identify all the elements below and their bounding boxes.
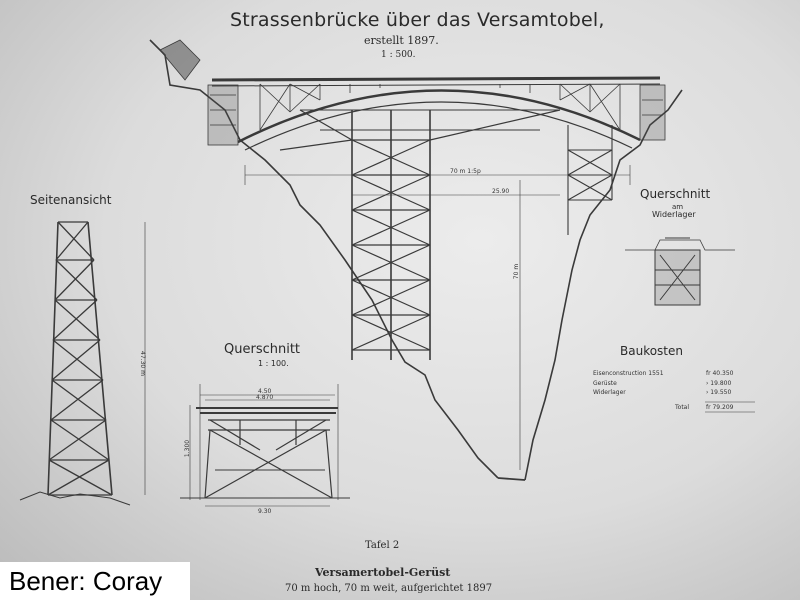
abutment-section-am: am bbox=[672, 203, 684, 211]
plate-description: 70 m hoch, 70 m weit, aufgerichtet 1897 bbox=[285, 583, 493, 594]
dim-qs-bottom: 9.30 bbox=[258, 508, 272, 515]
abutment-section-label: Querschnitt bbox=[640, 187, 711, 201]
plate-number: Tafel 2 bbox=[365, 540, 400, 551]
dim-side-height: 47.30 m bbox=[138, 351, 146, 376]
abutment-section-sublabel: Widerlager bbox=[652, 210, 696, 219]
dim-height: 70 m bbox=[513, 263, 521, 280]
bridge-deck bbox=[211, 76, 661, 82]
side-view-label: Seitenansicht bbox=[30, 193, 112, 207]
cost-row-value: fr 40.350 bbox=[706, 370, 734, 377]
right-scaffold-tower bbox=[567, 125, 613, 235]
credit-label: Bener: Coray bbox=[0, 562, 190, 600]
costs-title: Baukosten bbox=[620, 344, 683, 358]
cost-row-value: › 19.550 bbox=[706, 389, 732, 396]
cost-row-label: Gerüste bbox=[593, 380, 617, 387]
plate-title: Versamertobel-Gerüst bbox=[315, 566, 451, 579]
drawing-scale: 1 : 500. bbox=[381, 50, 416, 60]
side-view-tower bbox=[19, 221, 146, 506]
dim-qs-height: 1.300 bbox=[184, 439, 192, 458]
cost-row-value: › 19.800 bbox=[706, 380, 732, 387]
cross-section-scale: 1 : 100. bbox=[258, 359, 289, 368]
ravine-bottom bbox=[497, 477, 526, 481]
cost-total-value: fr 79.209 bbox=[706, 404, 734, 411]
costs-total-rule bbox=[705, 401, 755, 413]
ravine-right-slope bbox=[524, 89, 683, 481]
drawing-title: Strassenbrücke über das Versamtobel, bbox=[230, 9, 605, 31]
cost-row-label: Widerlager bbox=[593, 389, 626, 396]
dim-qs-mid: 4.870 bbox=[256, 394, 274, 401]
ravine-left-slope bbox=[149, 39, 499, 479]
left-abutment bbox=[159, 39, 239, 146]
cross-section-label: Querschnitt bbox=[224, 342, 301, 357]
spandrel-posts bbox=[259, 83, 621, 131]
cross-section-scaffold bbox=[180, 384, 350, 507]
cost-total-label: Total bbox=[675, 404, 690, 411]
right-abutment bbox=[639, 84, 666, 141]
dimension-lines bbox=[244, 165, 631, 470]
dim-qs-top: 4.50 bbox=[258, 388, 272, 395]
dim-inner: 25.90 bbox=[492, 188, 510, 195]
central-scaffold-tower bbox=[279, 109, 561, 360]
dim-span: 70 m 1:5p bbox=[450, 168, 481, 175]
bridge-arch-lower bbox=[244, 101, 633, 151]
abutment-cross-section bbox=[625, 237, 735, 306]
cost-row-label: Eisenconstruction 1551 bbox=[593, 370, 664, 377]
bridge-arch-upper bbox=[237, 89, 641, 144]
drawing-subtitle: erstellt 1897. bbox=[364, 34, 439, 47]
